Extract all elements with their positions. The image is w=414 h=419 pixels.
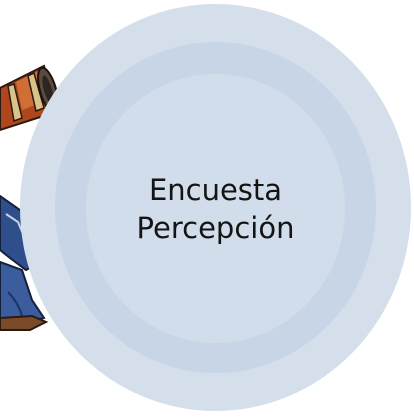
center-label: Encuesta Percepción — [86, 74, 345, 343]
inner-disc — [86, 74, 345, 343]
center-label-line-1: Encuesta — [148, 172, 283, 207]
center-label-line-2: Percepción — [136, 210, 295, 245]
